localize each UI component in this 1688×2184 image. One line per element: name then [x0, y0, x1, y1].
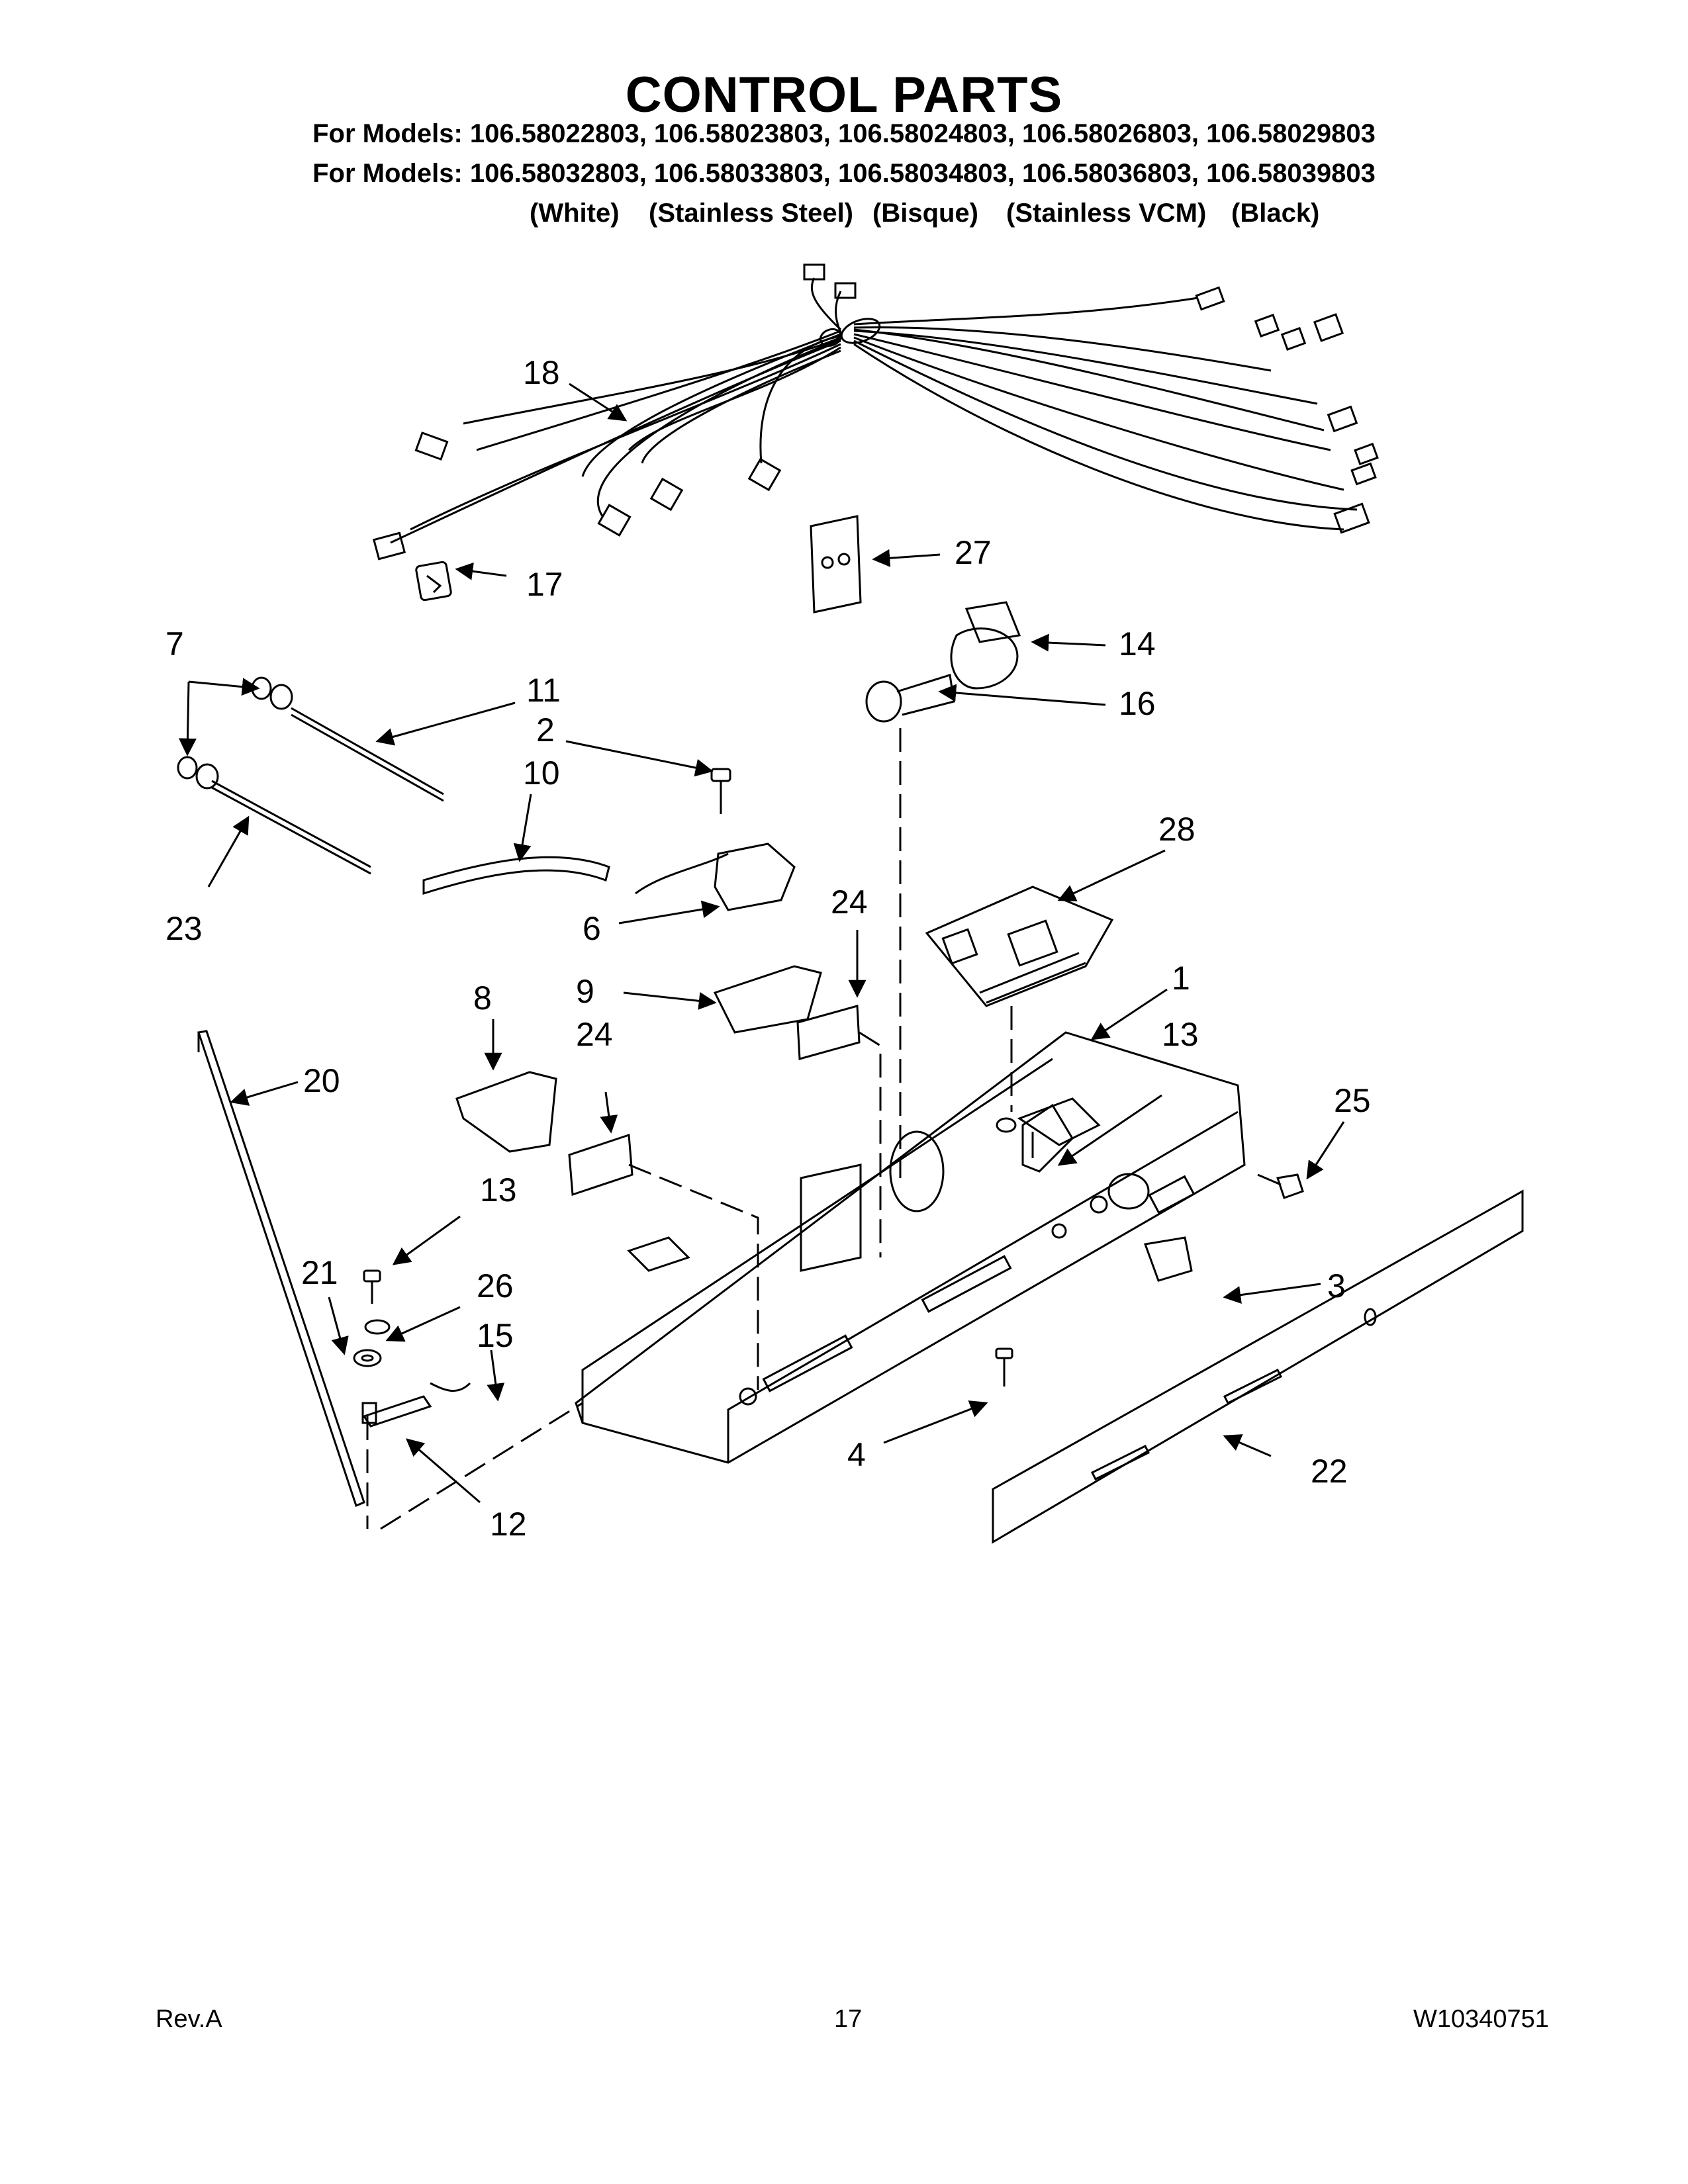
callout-12: 12	[490, 1506, 527, 1543]
callout-7: 8	[473, 979, 492, 1017]
callout-2: 2	[536, 711, 555, 749]
variant-white: (White)	[530, 199, 620, 228]
callout-28: 28	[1158, 811, 1196, 848]
callout-3: 3	[1327, 1267, 1346, 1304]
callout-25: 25	[1334, 1082, 1371, 1119]
callout-6: 6	[583, 910, 601, 947]
variant-stainless-vcm: (Stainless VCM)	[1006, 199, 1207, 228]
fasteners	[995, 1103, 1304, 1387]
page-title: CONTROL PARTS	[625, 67, 1063, 123]
callout-14: 14	[1119, 625, 1156, 662]
callout-24-upper: 24	[831, 884, 868, 921]
clip-part-18	[415, 561, 452, 602]
callout-11: 11	[526, 672, 561, 709]
variant-bisque: (Bisque)	[872, 199, 978, 228]
trim-strip-part-22	[992, 1189, 1524, 1544]
callout-22: 22	[1311, 1453, 1348, 1490]
callout-13-left: 13	[480, 1171, 517, 1208]
callout-20: 20	[303, 1062, 340, 1099]
callout-16: 16	[1119, 685, 1156, 722]
screw-and-damper-part-6	[635, 768, 796, 911]
revision-label: Rev.A	[156, 2005, 222, 2033]
models-line-2: For Models: 106.58032803, 106.58033803, …	[312, 159, 1376, 188]
models-line-1: For Models: 106.58022803, 106.58023803, …	[312, 119, 1376, 148]
callout-13-right: 13	[1162, 1016, 1199, 1053]
variant-stainless-steel: (Stainless Steel)	[649, 199, 854, 228]
control-housing-part-1	[575, 1031, 1246, 1464]
document-number: W10340751	[1413, 2005, 1549, 2033]
callout-numbers: 18 17 27 14 16 7 11 2 10 23 6 28 24 8 9 …	[165, 354, 1371, 1543]
callout-18: 17	[526, 566, 563, 603]
leader-arrows	[178, 383, 1345, 1504]
variant-black: (Black)	[1231, 199, 1320, 228]
wire-harness	[372, 263, 1379, 561]
callout-10: 10	[523, 754, 560, 792]
callout-27: 27	[955, 534, 992, 571]
callout-21: 21	[301, 1254, 338, 1291]
brackets-part-7-9	[455, 965, 822, 1153]
callout-1: 1	[1172, 960, 1190, 997]
tubes-and-grommets	[177, 676, 610, 895]
callout-15: 15	[477, 1317, 514, 1354]
callout-4: 4	[847, 1436, 866, 1473]
page-number: 17	[834, 2005, 863, 2033]
callout-17: 18	[523, 354, 560, 391]
assembly-lines	[366, 728, 1013, 1530]
lamp-socket-and-bulb	[865, 601, 1021, 723]
callout-23: 23	[165, 910, 203, 947]
rod-and-bracket-parts	[197, 1030, 471, 1508]
callout-26: 26	[477, 1267, 514, 1304]
labels-part-24	[568, 1005, 861, 1197]
gasket-part-27	[810, 515, 862, 614]
callout-9: 9	[576, 973, 594, 1010]
control-board-part-28	[925, 886, 1114, 1007]
callout-8: 7	[165, 625, 184, 662]
callout-24-lower: 24	[576, 1016, 613, 1053]
